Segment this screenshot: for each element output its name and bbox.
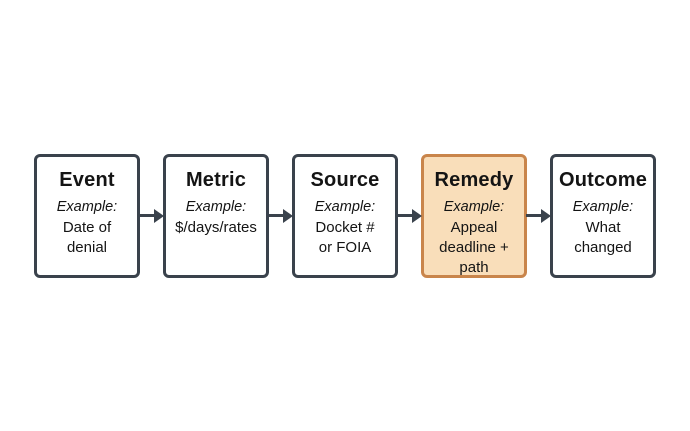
arrow-head-icon: [283, 208, 293, 223]
step-example-label: Example:: [572, 198, 634, 215]
step-title: Outcome: [558, 168, 648, 191]
step-example-text: What changed: [574, 218, 632, 256]
flow-step-event: Event Example: Date of denial: [34, 153, 140, 278]
arrow-shaft: [268, 214, 283, 217]
flow-step-metric: Metric Example: $/days/rates: [163, 153, 269, 278]
flow-arrow: [268, 208, 293, 224]
arrow-shaft: [139, 214, 154, 217]
arrow-head-icon: [154, 208, 164, 223]
flow-step-remedy: Remedy Example: Appeal deadline + path: [421, 153, 527, 278]
step-example-text: $/days/rates: [175, 218, 257, 236]
step-example-label: Example:: [314, 198, 376, 215]
arrow-head-icon: [412, 208, 422, 223]
flow-step-outcome: Outcome Example: What changed: [550, 153, 656, 278]
flow-arrow: [526, 208, 551, 224]
step-example-text: Date of denial: [62, 218, 112, 256]
step-title: Event: [59, 168, 115, 191]
step-example-text: Docket # or FOIA: [315, 218, 375, 256]
step-example-label: Example:: [185, 198, 247, 215]
step-title: Remedy: [434, 168, 514, 191]
flowchart: Event Example: Date of denial Metric Exa…: [34, 153, 656, 278]
step-title: Metric: [185, 168, 247, 191]
arrow-head-icon: [541, 208, 551, 223]
arrow-shaft: [397, 214, 412, 217]
flow-arrow: [397, 208, 422, 224]
step-example-text: Appeal deadline + path: [439, 218, 509, 276]
flow-step-source: Source Example: Docket # or FOIA: [292, 153, 398, 278]
arrow-shaft: [526, 214, 541, 217]
flow-arrow: [139, 208, 164, 224]
step-example-label: Example:: [56, 198, 118, 215]
step-example-label: Example:: [443, 198, 505, 215]
step-title: Source: [310, 168, 380, 191]
